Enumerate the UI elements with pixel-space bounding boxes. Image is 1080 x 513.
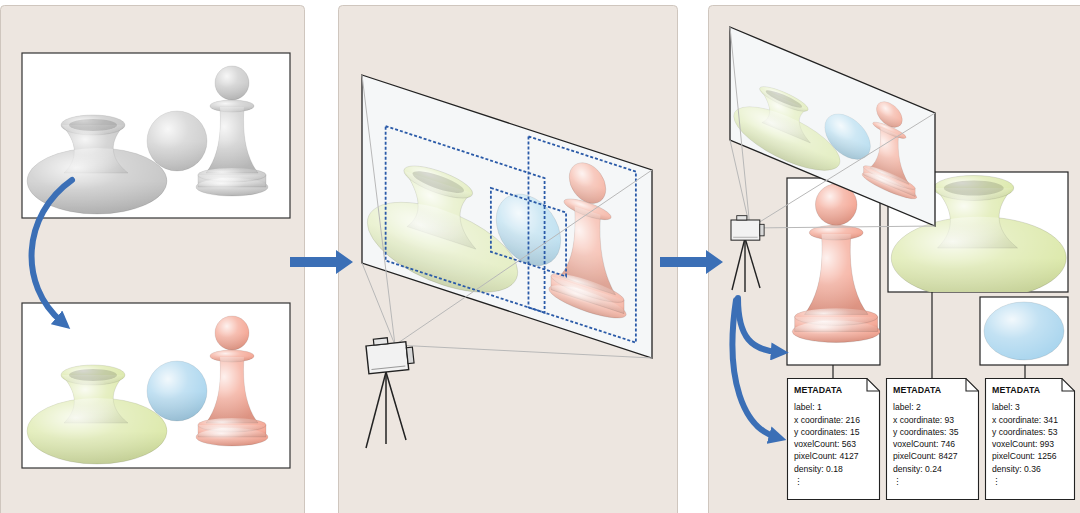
metadata-field: label: 2 <box>893 401 975 413</box>
flow-arrow <box>32 180 72 322</box>
gray-objects <box>27 66 268 214</box>
metadata-field: density: 0.24 <box>893 463 975 475</box>
flow-arrow <box>738 298 778 352</box>
metadata-heading: METADATA <box>893 384 975 396</box>
metadata-field: x coordinate: 216 <box>794 414 876 426</box>
metadata-field: pixelCount: 1256 <box>992 450 1071 462</box>
metadata-field: density: 0.36 <box>992 463 1071 475</box>
projection-plane <box>730 27 935 226</box>
metadata-field: y coordinates: 15 <box>794 426 876 438</box>
crop-ball <box>980 297 1068 365</box>
metadata-field: pixelCount: 4127 <box>794 450 876 462</box>
metadata-field: pixelCount: 8427 <box>893 450 975 462</box>
metadata-field: ⋮ <box>794 475 876 487</box>
metadata-heading: METADATA <box>794 384 876 396</box>
metadata-field: ⋮ <box>893 475 975 487</box>
camera <box>365 335 414 448</box>
metadata-field: voxelCount: 993 <box>992 438 1071 450</box>
bounding-box <box>386 90 636 343</box>
leader-lines <box>833 292 1025 378</box>
metadata-field: density: 0.18 <box>794 463 876 475</box>
colored-objects <box>27 316 268 464</box>
panel <box>709 6 1080 513</box>
image-frame <box>22 53 290 218</box>
metadata-field: x coordinate: 341 <box>992 414 1071 426</box>
camera <box>731 216 764 292</box>
metadata-field: label: 1 <box>794 401 876 413</box>
panel <box>339 6 678 513</box>
metadata-field: label: 3 <box>992 401 1071 413</box>
step-arrow <box>290 250 353 274</box>
step-arrow <box>660 250 723 274</box>
metadata-document: METADATA label: 2x coordinate: 93y coordi… <box>886 378 979 500</box>
projection-plane <box>362 75 652 358</box>
projection-lines <box>362 75 652 358</box>
flow-arrow <box>732 300 776 437</box>
metadata-field: y coordinates: 35 <box>893 426 975 438</box>
metadata-document: METADATA label: 3x coordinate: 341y coord… <box>985 378 1075 500</box>
metadata-field: voxelCount: 746 <box>893 438 975 450</box>
image-frame <box>22 303 290 468</box>
metadata-document: METADATA label: 1x coordinate: 216y coord… <box>787 378 880 500</box>
metadata-field: ⋮ <box>992 475 1071 487</box>
metadata-heading: METADATA <box>992 384 1071 396</box>
projection-lines <box>730 27 935 228</box>
metadata-field: voxelCount: 563 <box>794 438 876 450</box>
metadata-field: x coordinate: 93 <box>893 414 975 426</box>
crop-pawn <box>787 178 880 365</box>
metadata-field: y coordinates: 53 <box>992 426 1071 438</box>
panel <box>1 6 305 513</box>
